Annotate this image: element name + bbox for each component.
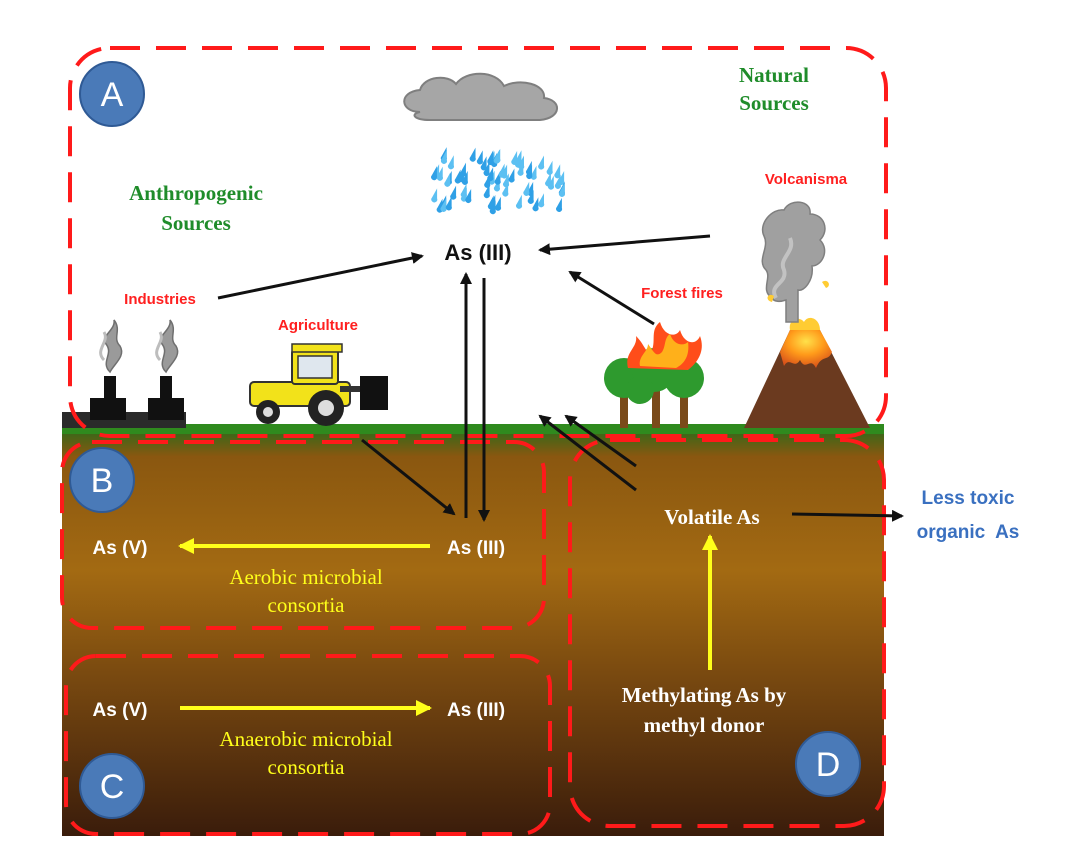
arrow-fire-to-as3 [568, 270, 655, 326]
less-toxic-organic-as-line2: organic As [917, 522, 1020, 543]
rain-drop [460, 187, 467, 202]
volcano-icon [744, 201, 870, 428]
rain-icon [431, 147, 565, 215]
anaerobic-consortia-line1: Anaerobic microbial [219, 727, 392, 751]
rain-drop [445, 196, 452, 211]
fire-icon [627, 322, 702, 370]
forest-fires-label: Forest fires [641, 285, 723, 302]
methylation-label-line2: methyl donor [644, 713, 765, 737]
rain-drop [431, 166, 438, 181]
anaerobic-as3-label: As (III) [447, 700, 505, 721]
panel-a-badge: A [79, 61, 145, 127]
rain-drop [440, 149, 447, 164]
rain-drop [558, 182, 565, 197]
tractor-icon [249, 343, 388, 426]
rain-drop [556, 197, 563, 212]
rain-drop [436, 166, 443, 181]
rain-drop [484, 173, 491, 188]
atmospheric-as3-label: As (III) [444, 240, 511, 265]
rain-drop [516, 194, 523, 209]
svg-text:D: D [816, 746, 841, 784]
rain-drop [538, 155, 545, 170]
arrow-volcano-to-as3 [538, 234, 711, 256]
arrow-volatile-escape-2 [564, 414, 637, 468]
grass-strip [62, 424, 884, 434]
rain-drop [487, 150, 494, 165]
rain-drop [523, 181, 530, 196]
svg-text:C: C [100, 768, 125, 806]
aerobic-as5-label: As (V) [93, 538, 148, 559]
arrow-volatile-escape-1 [538, 414, 637, 492]
rain-drop [511, 150, 518, 165]
panel-c-border [64, 654, 552, 836]
panel-d-badge: D [795, 731, 861, 797]
rain-drop [447, 155, 454, 170]
soil-layer [62, 428, 884, 836]
anaerobic-as5-label: As (V) [93, 700, 148, 721]
panel-b-badge: B [69, 447, 135, 513]
rain-drop [493, 149, 500, 164]
natural-sources-label-line2: Sources [739, 91, 809, 115]
rain-drop [461, 170, 468, 185]
industries-label: Industries [124, 291, 196, 308]
less-toxic-organic-as-line1: Less toxic [922, 488, 1015, 509]
rain-drop [538, 193, 545, 208]
factory-icon [62, 319, 186, 428]
natural-sources-label-line1: Natural [739, 63, 809, 87]
rain-drop [450, 185, 457, 200]
rain-drop [508, 168, 515, 183]
svg-text:B: B [91, 462, 114, 500]
rain-drop [498, 163, 505, 178]
rain-drop [502, 182, 509, 197]
methylation-label-line1: Methylating As by [622, 683, 787, 707]
rain-drop [545, 172, 552, 187]
rain-drop [460, 162, 467, 177]
rain-drop [547, 175, 554, 190]
rain-drop [469, 147, 476, 162]
rain-drop [526, 164, 533, 179]
rain-drop [444, 172, 451, 187]
rain-drop [532, 197, 539, 212]
panel-d-border [568, 438, 886, 828]
panel-a-border [68, 46, 888, 438]
rain-drop [546, 160, 553, 175]
arrow-agriculture-to-soil [361, 438, 456, 516]
volatile-as-label: Volatile As [664, 505, 759, 529]
rain-drop [480, 156, 487, 171]
anaerobic-consortia-line2: consortia [268, 755, 346, 779]
rain-drop [431, 188, 438, 203]
svg-text:A: A [101, 76, 124, 114]
agriculture-label: Agriculture [278, 317, 358, 334]
aerobic-consortia-line2: consortia [268, 593, 346, 617]
rain-drop [476, 150, 483, 165]
panel-c-badge: C [79, 753, 145, 819]
cloud-icon [403, 72, 558, 121]
aerobic-as3-label: As (III) [447, 538, 505, 559]
arrow-industries-to-as3 [217, 252, 424, 300]
rain-drop [527, 189, 534, 204]
anthropogenic-sources-label-line2: Sources [161, 211, 231, 235]
rain-drop [554, 164, 561, 179]
anthropogenic-sources-label-line1: Anthropogenic [129, 181, 263, 205]
rain-drop [483, 161, 490, 176]
aerobic-consortia-line1: Aerobic microbial [229, 565, 383, 589]
rain-drop [554, 174, 561, 189]
rain-drop [440, 197, 447, 212]
rain-drop [465, 188, 472, 203]
arrow-volatile-to-organic [791, 509, 904, 522]
volcanism-label: Volcanisma [765, 171, 848, 188]
panel-b-border [60, 440, 546, 630]
rain-drop [495, 196, 502, 211]
rain-drop [487, 195, 494, 210]
rain-drop [518, 155, 525, 170]
